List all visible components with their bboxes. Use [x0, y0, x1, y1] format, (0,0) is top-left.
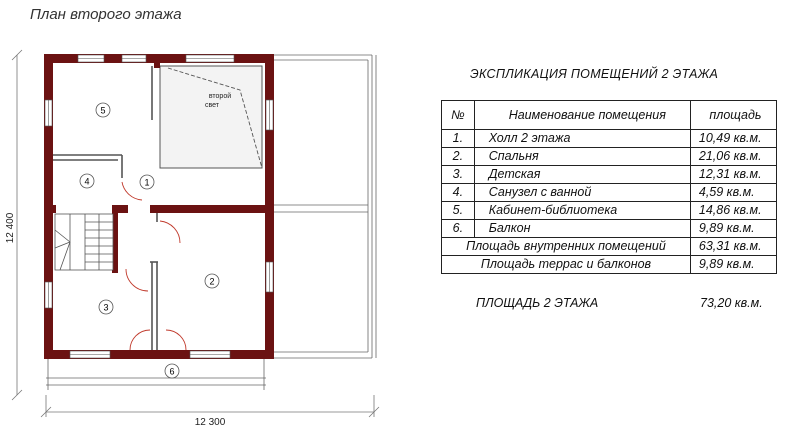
- second-light-label-2: свет: [205, 102, 220, 109]
- row-name: Балкон: [473, 219, 691, 238]
- room-marker-4: 4: [84, 177, 89, 187]
- second-light-area: [159, 65, 263, 169]
- floor-plan: 12 400 12 300 второй свет: [5, 49, 380, 428]
- dimension-lines: [11, 49, 380, 418]
- column-header-number: №: [441, 100, 475, 130]
- row-number: 2.: [441, 147, 475, 166]
- second-light-diagonal: [167, 67, 263, 169]
- row-name: Кабинет-библиотека: [473, 201, 691, 220]
- table-row: 3. Детская 12,31 кв.м.: [441, 165, 778, 184]
- partitions: [53, 66, 158, 350]
- dimension-height-label: 12 400: [5, 212, 16, 243]
- staircase: [54, 213, 114, 271]
- row-area: 4,59 кв.м.: [689, 183, 778, 202]
- room-marker-1: 1: [144, 178, 149, 188]
- row-name: Санузел с ванной: [473, 183, 691, 202]
- summary-value-terraces: 9,89 кв.м.: [689, 255, 778, 274]
- row-number: 4.: [441, 183, 475, 202]
- explication-heading: ЭКСПЛИКАЦИЯ ПОМЕЩЕНИЙ 2 ЭТАЖА: [470, 67, 719, 81]
- explication-table: № Наименование помещения площадь 1. Холл…: [441, 100, 778, 274]
- table-row: 2. Спальня 21,06 кв.м.: [441, 147, 778, 166]
- table-header-row: № Наименование помещения площадь: [441, 100, 778, 130]
- room-markers: 5 4 1 2 3 6: [79, 102, 220, 379]
- row-number: 6.: [441, 219, 475, 238]
- row-area: 10,49 кв.м.: [689, 129, 778, 148]
- door-swings: [121, 181, 187, 351]
- dimension-width-label: 12 300: [195, 417, 226, 428]
- table-row: 5. Кабинет-библиотека 14,86 кв.м.: [441, 201, 778, 220]
- summary-label-internal: Площадь внутренних помещений: [441, 237, 691, 256]
- row-area: 21,06 кв.м.: [689, 147, 778, 166]
- row-number: 5.: [441, 201, 475, 220]
- summary-label-terraces: Площадь террас и балконов: [441, 255, 691, 274]
- row-area: 9,89 кв.м.: [689, 219, 778, 238]
- page-title: План второго этажа: [30, 6, 182, 23]
- room-marker-3: 3: [103, 303, 108, 313]
- row-name: Холл 2 этажа: [473, 129, 691, 148]
- row-number: 1.: [441, 129, 475, 148]
- table-row: 1. Холл 2 этажа 10,49 кв.м.: [441, 129, 778, 148]
- windows: [44, 54, 274, 359]
- total-area-value: 73,20 кв.м.: [700, 296, 763, 310]
- room-marker-2: 2: [209, 277, 214, 287]
- table-row: 6. Балкон 9,89 кв.м.: [441, 219, 778, 238]
- walls: [44, 54, 274, 359]
- row-name: Спальня: [473, 147, 691, 166]
- room-marker-6: 6: [169, 367, 174, 377]
- column-header-area: площадь: [689, 100, 778, 130]
- second-light-label-1: второй: [209, 92, 231, 100]
- terrace-outline: [268, 54, 377, 359]
- summary-row-internal: Площадь внутренних помещений 63,31 кв.м.: [441, 237, 778, 256]
- total-area-label: ПЛОЩАДЬ 2 ЭТАЖА: [476, 296, 599, 310]
- summary-value-internal: 63,31 кв.м.: [689, 237, 778, 256]
- row-name: Детская: [473, 165, 691, 184]
- row-number: 3.: [441, 165, 475, 184]
- row-area: 14,86 кв.м.: [689, 201, 778, 220]
- balcony-outline: [46, 358, 266, 390]
- room-marker-5: 5: [100, 106, 105, 116]
- table-row: 4. Санузел с ванной 4,59 кв.м.: [441, 183, 778, 202]
- summary-row-terraces: Площадь террас и балконов 9,89 кв.м.: [441, 255, 778, 274]
- column-header-name: Наименование помещения: [473, 100, 691, 130]
- row-area: 12,31 кв.м.: [689, 165, 778, 184]
